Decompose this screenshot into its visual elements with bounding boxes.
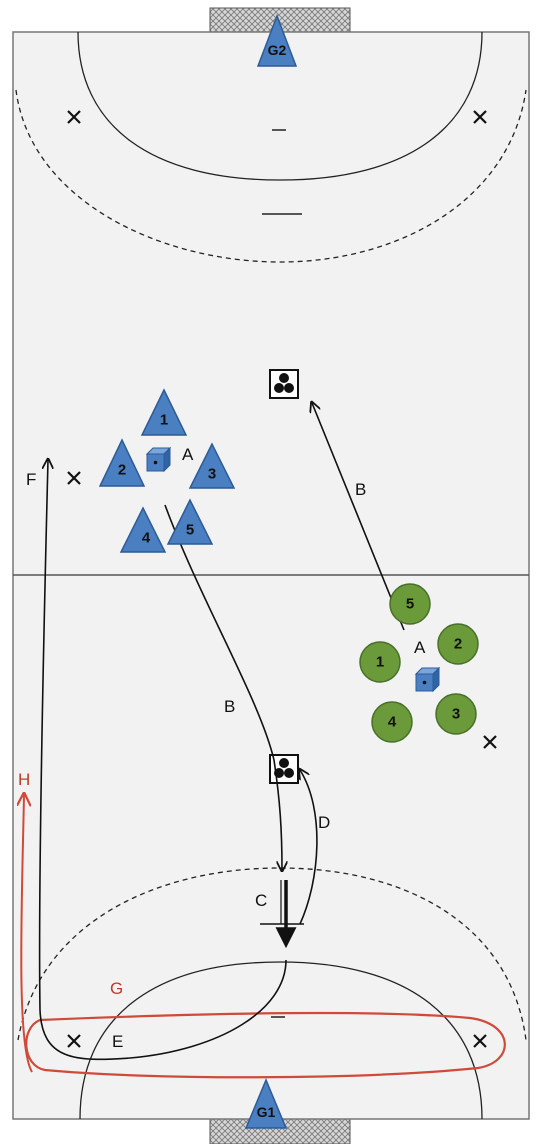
label-h: H [18,770,30,789]
goal-area-top [77,31,483,181]
path-e-f-run [38,460,287,1061]
svg-text:4: 4 [388,714,397,731]
goal-area-bottom [79,961,483,1120]
svg-text:2: 2 [118,462,126,479]
player-blue: 3 [188,442,236,489]
svg-text:2: 2 [454,636,462,653]
label-e: E [112,1032,123,1051]
cone-marker-icon [67,110,81,124]
path-h-run [21,795,33,1073]
svg-text:1: 1 [376,654,384,671]
player-green: 2 [437,623,479,665]
label-d: D [318,813,330,832]
player-blue: 5 [166,498,214,545]
svg-text:5: 5 [406,596,414,613]
label-c: C [255,891,267,910]
path-d-run [300,770,318,925]
svg-text:G1: G1 [257,1104,276,1120]
label-a-blue: A [182,445,194,464]
label-a-green: A [414,638,426,657]
path-g-run [25,1011,506,1079]
path-b-run-bottom [164,504,282,870]
free-throw-line-bottom [17,867,527,1041]
player-green: 5 [389,583,431,625]
label-b-bottom: B [224,697,235,716]
svg-text:3: 3 [452,706,460,723]
ball-cube-icon [145,446,172,473]
svg-text:G2: G2 [268,42,287,58]
cone-marker-icon [473,110,487,124]
ball-basket-icon [269,369,299,399]
label-f: F [26,470,36,489]
player-green: 4 [371,701,413,743]
free-throw-line-top [15,89,527,263]
player-blue: 2 [98,438,146,487]
path-b-pass-top [312,403,405,631]
cone-marker-icon [67,1034,81,1048]
label-b-top: B [355,480,366,499]
player-blue: 4 [119,506,167,553]
player-blue: 1 [140,388,188,436]
cone-marker-icon [483,735,497,749]
label-g: G [110,979,123,998]
svg-text:5: 5 [186,522,194,539]
ball-cube-icon [414,666,441,693]
goalkeeper-bottom: G1 [244,1078,288,1129]
svg-text:1: 1 [160,412,168,429]
goalkeeper-top: G2 [256,13,298,67]
cone-marker-icon [473,1034,487,1048]
svg-text:4: 4 [142,530,151,547]
cone-marker-icon [67,471,81,485]
player-green: 1 [359,641,401,683]
player-green: 3 [435,693,477,735]
svg-text:3: 3 [208,466,216,483]
